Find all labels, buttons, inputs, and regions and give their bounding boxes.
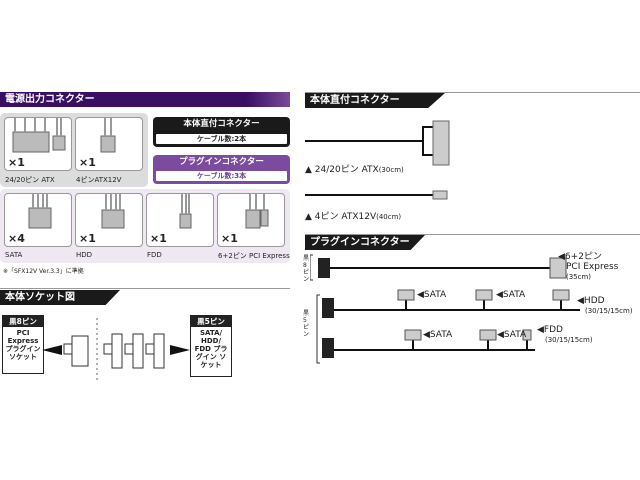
fdd-label: FDD	[147, 251, 162, 259]
hdd-connector-image: ×1	[75, 193, 143, 247]
length: (30/15/15cm)	[585, 307, 633, 315]
side-8pin-label: 黒8ピン	[303, 255, 310, 283]
socket-title: 黒8ピン	[3, 316, 43, 327]
sata-label: SATA	[5, 251, 23, 259]
label: ▲ 4ピン ATX12V	[305, 212, 377, 222]
label: ◀HDD	[577, 296, 605, 306]
label: ◀FDD	[537, 325, 563, 335]
side-5pin-label: 黒5ピン	[303, 310, 310, 338]
length: (40cm)	[376, 213, 402, 221]
atx-label: 24/20ピン ATX	[5, 176, 55, 184]
hdd-sata2-label: ◀SATA	[496, 290, 526, 300]
callout-title: 本体直付コネクター	[183, 119, 260, 129]
atx12v-label: 4ピンATX12V	[76, 176, 122, 184]
socket-title: 黒5ピン	[191, 316, 231, 327]
length: (35cm)	[566, 273, 592, 281]
standard-note: ※「SFX12V Ver.3.3」に準拠	[3, 268, 84, 275]
output-connector-header: 電源出力コネクター	[0, 92, 290, 107]
plugin-cable-diagram	[310, 254, 580, 364]
label2: PCI Express	[566, 262, 619, 272]
count: ×1	[8, 156, 25, 169]
callout-sub: ケーブル数:3本	[156, 171, 287, 181]
count: ×1	[150, 232, 167, 245]
hdd-label: HDD	[76, 251, 93, 259]
pcie-connector-image: ×1	[217, 193, 285, 247]
divider	[0, 288, 290, 289]
socket-header: 本体ソケット図	[0, 290, 120, 305]
callout-sub: ケーブル数:2本	[156, 134, 287, 144]
socket-8pin-label: 黒8ピン PCI Express プラグイン ソケット	[2, 315, 44, 374]
callout-title: プラグインコネクター	[179, 157, 264, 167]
plugin-connector-callout: プラグインコネクターケーブル数:3本	[153, 155, 290, 184]
socket-diagram	[42, 318, 190, 380]
atx12v-connector-image: ×1	[75, 117, 143, 171]
atx12v-cable-label: ▲ 4ピン ATX12V(40cm)	[305, 209, 401, 222]
fixed-connector-header: 本体直付コネクター	[305, 93, 445, 108]
divider	[305, 234, 640, 235]
plugin-connector-header: プラグインコネクター	[305, 235, 425, 250]
atx-cable-label: ▲ 24/20ピン ATX(30cm)	[305, 162, 404, 175]
socket-desc: PCI Express プラグイン ソケット	[5, 329, 41, 361]
fdd-connector-image: ×1	[146, 193, 214, 247]
fixed-cable-diagram	[305, 120, 450, 200]
count: ×1	[79, 232, 96, 245]
sata-connector-image: ×4	[4, 193, 72, 247]
length: (30/15/15cm)	[545, 336, 593, 344]
fdd-cable-label: ◀FDD(30/15/15cm)	[537, 325, 593, 345]
fdd-sata2-label: ◀SATA	[497, 330, 527, 340]
count: ×4	[8, 232, 25, 245]
hdd-sata1-label: ◀SATA	[417, 290, 447, 300]
pcie-label: 6+2ピン PCI Express	[218, 252, 290, 260]
length: (30cm)	[378, 166, 404, 174]
label: ▲ 24/20ピン ATX	[305, 165, 379, 175]
label: ◀6+2ピン	[558, 252, 602, 262]
hdd-cable-label: ◀HDD(30/15/15cm)	[577, 296, 633, 316]
socket-desc: SATA/ HDD/ FDD プラグイン ソケット	[194, 329, 228, 369]
count: ×1	[79, 156, 96, 169]
count: ×1	[221, 232, 238, 245]
socket-5pin-label: 黒5ピン SATA/ HDD/ FDD プラグイン ソケット	[190, 315, 232, 377]
divider	[305, 92, 640, 93]
fixed-connector-callout: 本体直付コネクターケーブル数:2本	[153, 117, 290, 147]
fdd-sata1-label: ◀SATA	[423, 330, 453, 340]
atx-connector-image: ×1	[4, 117, 72, 171]
